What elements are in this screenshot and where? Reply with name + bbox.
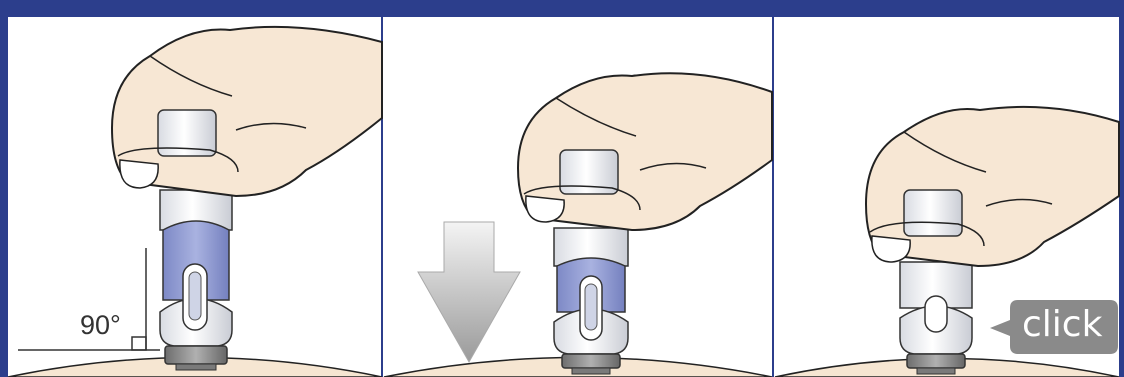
header-bar: [0, 0, 1124, 17]
injection-pen-icon: [160, 190, 232, 370]
left-frame: [0, 0, 8, 377]
hand-icon: [112, 27, 382, 196]
angle-label: 90°: [80, 310, 121, 341]
injection-pen-icon: [554, 228, 628, 374]
panel-1: [18, 27, 382, 370]
click-label: click: [1022, 304, 1102, 345]
injection-pen-icon: [900, 262, 972, 374]
down-arrow-icon: [418, 222, 520, 362]
panel-2: [418, 73, 772, 374]
hand-icon: [518, 73, 772, 230]
hand-icon: [866, 107, 1119, 266]
